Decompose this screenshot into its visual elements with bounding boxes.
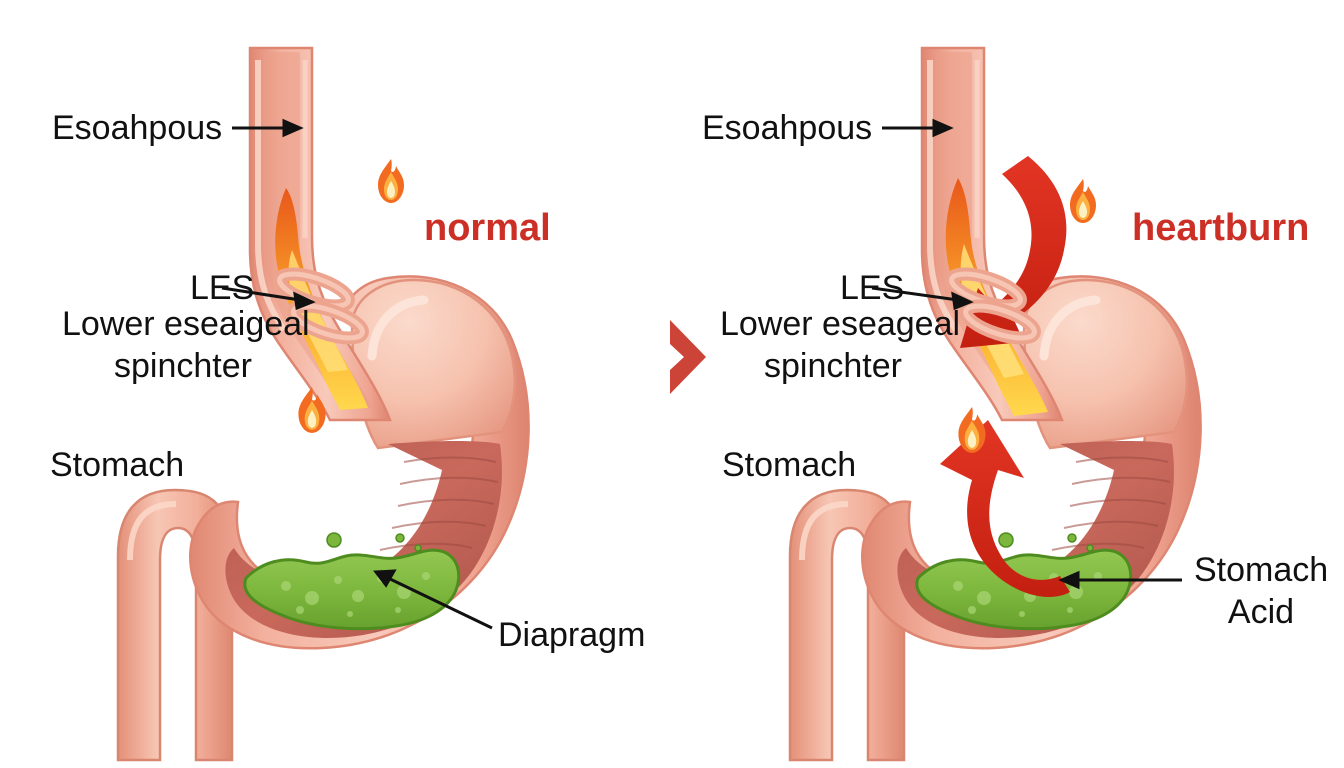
normal-anatomy-illustration	[116, 46, 530, 762]
heartburn-anatomy-illustration	[788, 46, 1202, 762]
label-stomach-acid-line2: Acid	[1227, 593, 1295, 631]
panel-normal: Esoahpous LES Lower eseaigeal spinchter …	[50, 46, 646, 762]
leader-lines	[221, 118, 493, 630]
les-sphincter-rings	[945, 267, 1041, 345]
flame-icon	[378, 159, 404, 203]
label-diaphragm: Diapragm	[498, 616, 646, 654]
label-les-full-line2: spinchter	[114, 347, 252, 385]
flame-icon	[958, 407, 986, 453]
label-les-abbrev: LES	[840, 269, 905, 307]
stomach-acid-pool	[243, 532, 461, 631]
label-les-abbrev: LES	[190, 269, 255, 307]
label-state-normal: normal	[424, 207, 551, 249]
chevron-right-arrow-icon	[670, 320, 706, 394]
label-esophagus: Esoahpous	[702, 109, 873, 147]
les-sphincter-rings	[273, 267, 369, 345]
flame-icon	[298, 387, 326, 433]
label-les-full-line1: Lower eseaigeal	[62, 305, 310, 343]
leader-lines	[871, 118, 1182, 590]
label-stomach-acid-line1: Stomach	[1194, 551, 1329, 589]
label-les-full-line2: spinchter	[764, 347, 902, 385]
leader-les	[871, 286, 959, 302]
leader-les	[221, 286, 301, 302]
leader-diaphragm	[387, 576, 493, 630]
acid-droplets-floating	[998, 532, 1094, 552]
label-les-full-line1: Lower eseageal	[720, 305, 961, 343]
label-stomach: Stomach	[50, 446, 185, 484]
label-stomach: Stomach	[722, 446, 857, 484]
stomach-fundus	[350, 278, 516, 450]
label-state-heartburn: heartburn	[1132, 207, 1310, 249]
stomach-fundus	[1022, 278, 1188, 450]
acid-droplets-floating	[326, 532, 422, 552]
flame-icon	[1070, 179, 1096, 223]
label-esophagus: Esoahpous	[52, 109, 223, 147]
panel-heartburn: Esoahpous LES Lower eseageal spinchter S…	[672, 0, 1344, 768]
esophagus-burn-fire	[275, 188, 368, 410]
